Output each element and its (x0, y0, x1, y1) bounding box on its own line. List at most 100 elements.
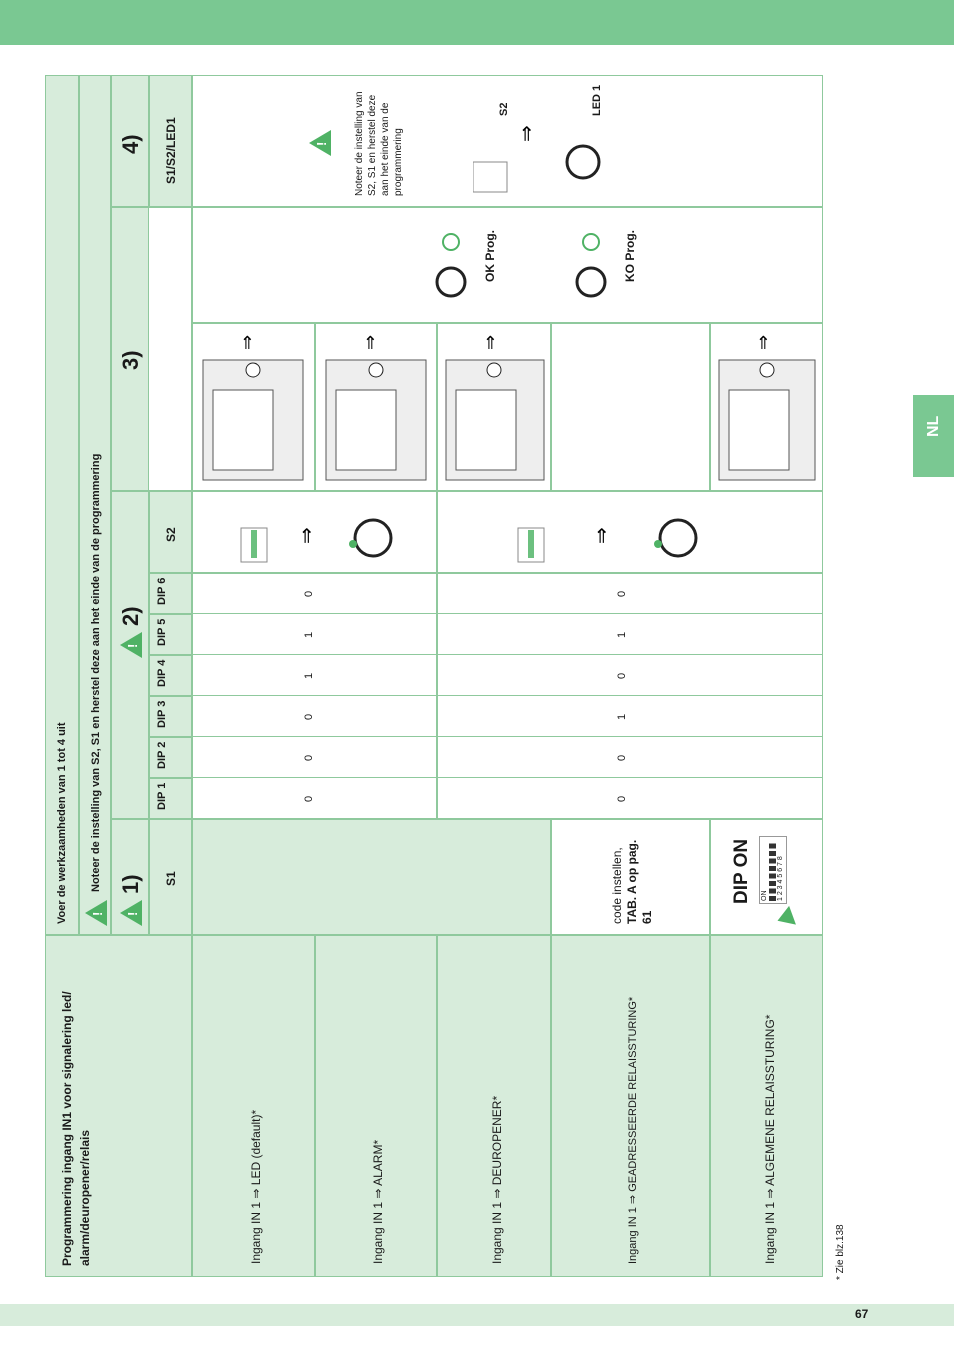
row-label-text: Ingang IN 1 ⇒ ALGEMENE RELAISSTURING* (763, 1014, 777, 1264)
divider (192, 613, 823, 614)
col-dip6: DIP 6 (149, 573, 192, 614)
dip-knobs (769, 841, 776, 901)
divider (192, 654, 823, 655)
dip-group-1: 0 0 0 1 1 0 (192, 573, 437, 819)
col-s4-label: S1/S2/LED1 (164, 117, 178, 184)
instruction-row-2: ! Noteer de instelling van S2, S1 en her… (79, 75, 111, 935)
device-illustration-1: ⇒ (192, 323, 315, 491)
dip-value: 0 (616, 672, 628, 679)
intercom-device-icon: ⇒ (325, 335, 427, 481)
col-s1-label: S1 (164, 871, 178, 886)
svg-text:⇒: ⇒ (480, 335, 500, 350)
s1-dipon-cell: DIP ON ON 1 2 3 4 5 6 7 8 (710, 819, 823, 935)
device-illustration-3: ⇒ (437, 323, 551, 491)
bottom-banner (0, 1304, 954, 1326)
dip-value: 1 (303, 631, 315, 638)
col-dip5-label: DIP 5 (156, 618, 168, 646)
col-dip3-label: DIP 3 (156, 700, 168, 728)
col-dip1-label: DIP 1 (156, 782, 168, 810)
title-cell: Programmering ingang IN1 voor signalerin… (45, 935, 192, 1277)
svg-text:⇒: ⇒ (360, 335, 380, 350)
col-dip2: DIP 2 (149, 737, 192, 778)
page-title: Programmering ingang IN1 voor signalerin… (60, 991, 92, 1266)
step3-label: 3) (118, 350, 143, 370)
footnote-text: * Zie blz.138 (835, 1224, 846, 1280)
dip-on-label: DIP ON (731, 838, 752, 904)
col-dip6-label: DIP 6 (156, 577, 168, 605)
col-s3-blank (149, 207, 192, 491)
instruction-2: Noteer de instelling van S2, S1 en herst… (90, 453, 102, 892)
divider (192, 777, 823, 778)
step2-cell: ! 2) (111, 491, 149, 819)
instruction-row-1: Voer de werkzaamheden van 1 tot 4 uit (45, 75, 79, 935)
intercom-device-icon: ⇒ (445, 335, 545, 481)
step4-cell: 4) (111, 75, 149, 207)
warning-icon: ! (85, 900, 107, 926)
s2-led-illustration: ⇒ (240, 518, 393, 563)
svg-text:⇒: ⇒ (296, 527, 318, 544)
s1-group-1 (192, 819, 551, 935)
led-s2-illustration: ⇒ (473, 125, 601, 193)
s1-code-line2: TAB. A op pag. 61 (625, 839, 654, 924)
row-label-text: Ingang IN 1 ⇒ DEUROPENER* (490, 1095, 504, 1264)
dip-switch-all-on: ON 1 2 3 4 5 6 7 8 (759, 836, 787, 904)
step1-label: 1) (118, 874, 143, 894)
ko-key-icon (575, 233, 607, 298)
col-dip4-label: DIP 4 (156, 659, 168, 687)
dip-value: 0 (303, 713, 315, 720)
instruction-1: Voer de werkzaamheden van 1 tot 4 uit (56, 722, 68, 924)
finger-arrow-icon (774, 905, 796, 931)
s2-led-illustration: ⇒ (517, 518, 698, 563)
divider (192, 736, 823, 737)
s1-code-text: code instellen, TAB. A op pag. 61 (610, 828, 655, 924)
svg-text:⇒: ⇒ (516, 125, 538, 142)
warning-icon: ! (120, 632, 142, 658)
row-label-2: Ingang IN 1 ⇒ ALARM* (315, 935, 437, 1277)
col-s2-label: S2 (164, 527, 178, 542)
ok-key-icon (435, 233, 467, 298)
device-illustration-2: ⇒ (315, 323, 437, 491)
svg-text:⇒: ⇒ (753, 335, 773, 350)
step4-note: Noteer de instelling van S2, S1 en herst… (354, 91, 404, 196)
row-label-5: Ingang IN 1 ⇒ ALGEMENE RELAISSTURING* (710, 935, 823, 1277)
dip-value: 1 (303, 672, 315, 679)
col-dip3: DIP 3 (149, 696, 192, 737)
s2-group-2: ⇒ (437, 491, 823, 573)
ko-prog-label: KO Prog. (623, 229, 637, 282)
dip-numbers: 1 2 3 4 5 6 7 8 (777, 856, 784, 901)
dip-value: 0 (616, 590, 628, 597)
row-label-text: Ingang IN 1 ⇒ ALARM* (371, 1139, 385, 1264)
col-s2: S2 (149, 491, 192, 573)
dip-value: 0 (616, 795, 628, 802)
prog-result-cell: OK Prog. KO Prog. (192, 207, 823, 323)
col-dip1: DIP 1 (149, 778, 192, 819)
dip-value: 0 (303, 795, 315, 802)
warning-icon: ! (120, 900, 142, 926)
step1-cell: ! 1) (111, 819, 149, 935)
intercom-device-icon: ⇒ (718, 335, 816, 481)
svg-text:⇒: ⇒ (237, 335, 257, 350)
s2-group-1: ⇒ (192, 491, 437, 573)
dip-value: 0 (303, 754, 315, 761)
programming-table: Programmering ingang IN1 voor signalerin… (45, 75, 823, 1277)
device-illustration-4-empty (551, 323, 710, 491)
col-dip5: DIP 5 (149, 614, 192, 655)
device-illustration-5: ⇒ (710, 323, 823, 491)
warning-icon: ! (309, 130, 331, 156)
top-banner (0, 0, 954, 45)
dip-value: 0 (303, 590, 315, 597)
step3-cell: 3) (111, 207, 149, 491)
dip-value: 1 (616, 713, 628, 720)
row-label-text: Ingang IN 1 ⇒ LED (default)* (249, 1109, 263, 1264)
intercom-device-icon: ⇒ (202, 335, 304, 481)
dip-value: 0 (616, 754, 628, 761)
row-label-4: Ingang IN 1 ⇒ GEADRESSEERDE RELAISSTURIN… (551, 935, 710, 1277)
step4-label: 4) (118, 134, 143, 154)
language-tab: NL (913, 395, 954, 477)
step2-label: 2) (118, 606, 143, 626)
ok-prog-label: OK Prog. (483, 229, 497, 282)
row-label-1: Ingang IN 1 ⇒ LED (default)* (192, 935, 315, 1277)
row-label-3: Ingang IN 1 ⇒ DEUROPENER* (437, 935, 551, 1277)
s1-code-line1: code instellen, (610, 847, 624, 924)
dip-group-2: 0 0 1 0 1 0 (437, 573, 823, 819)
